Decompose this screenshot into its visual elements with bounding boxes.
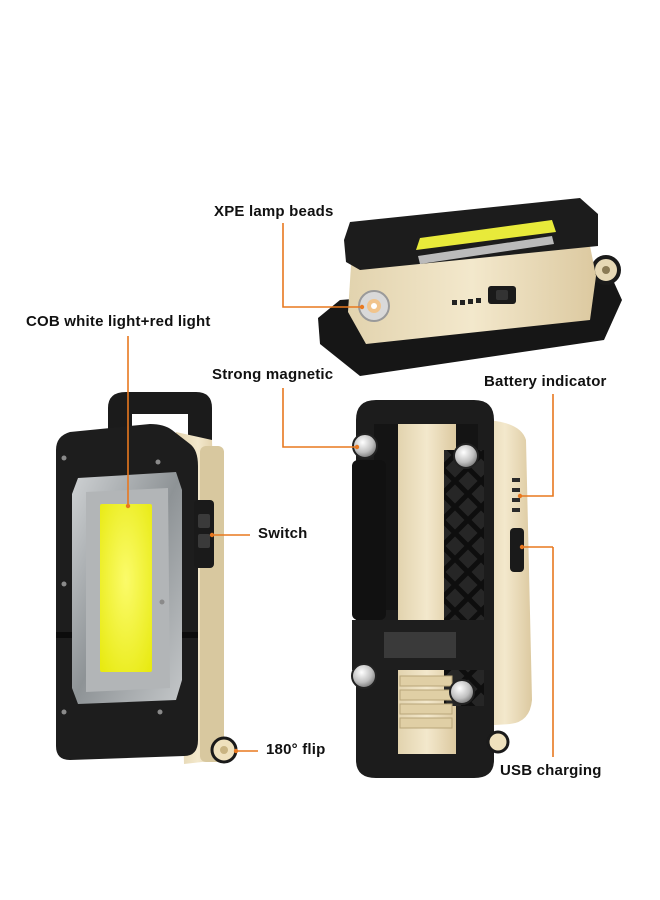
label-usb-charging: USB charging [500,762,602,779]
label-cob-light: COB white light+red light [26,313,211,330]
label-strong-magnetic: Strong magnetic [212,366,334,383]
label-switch: Switch [258,525,308,542]
label-battery-indicator: Battery indicator [484,373,607,390]
label-xpe-lamp-beads: XPE lamp beads [214,203,334,220]
label-180-flip: 180° flip [266,741,326,758]
back-lamp-view [282,388,554,778]
top-lamp-view [282,198,622,376]
front-lamp-view [56,336,258,764]
